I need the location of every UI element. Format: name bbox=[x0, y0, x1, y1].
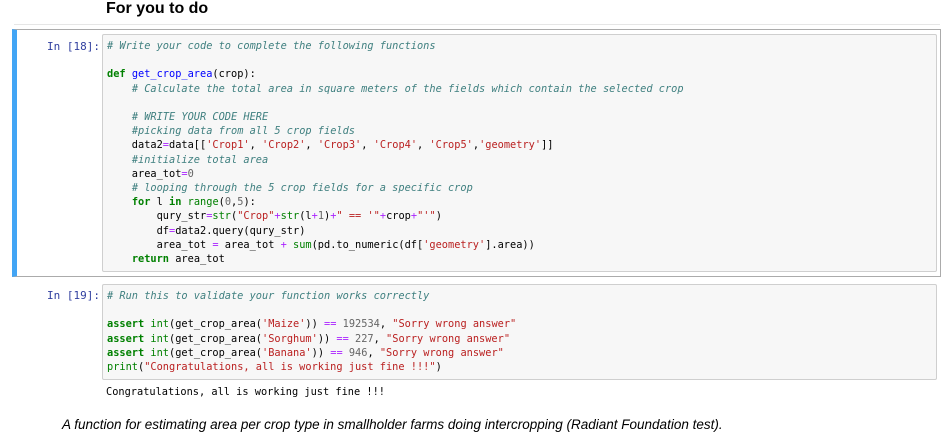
code-line: for l in range(0,5): bbox=[131, 196, 256, 209]
section-heading: For you to do bbox=[106, 0, 209, 17]
code-line: # WRITE YOUR CODE HERE bbox=[131, 111, 269, 124]
code-line: data2=data[['Crop1', 'Crop2', 'Crop3', '… bbox=[107, 139, 554, 152]
code-line: df=data2.query(qury_str) bbox=[107, 224, 306, 237]
code-editor-18[interactable]: # Write your code to complete the follow… bbox=[102, 34, 937, 272]
code-line: # Run this to validate your function wor… bbox=[107, 290, 430, 302]
code-line: # looping through the 5 crop fields for … bbox=[131, 182, 473, 195]
code-line: assert int(get_crop_area('Banana')) == 9… bbox=[107, 346, 504, 359]
code-line: #picking data from all 5 crop fields bbox=[131, 125, 355, 138]
code-line: return area_tot bbox=[131, 253, 225, 266]
input-prompt-19: In [19]: bbox=[47, 289, 100, 302]
code-line: # Calculate the total area in square met… bbox=[131, 82, 684, 95]
code-text-19[interactable]: # Run this to validate your function wor… bbox=[103, 285, 936, 374]
code-line: qury_str=str("Crop"+str(l+1)+" == '"+cro… bbox=[107, 210, 442, 223]
code-line: #initialize total area bbox=[131, 153, 269, 166]
code-line: def get_crop_area(crop): bbox=[107, 68, 256, 81]
code-line: print("Congratulations, all is working j… bbox=[107, 361, 442, 374]
input-prompt-18: In [18]: bbox=[47, 40, 100, 53]
code-line: area_tot = area_tot + sum(pd.to_numeric(… bbox=[107, 238, 535, 251]
code-text-18[interactable]: # Write your code to complete the follow… bbox=[103, 35, 936, 266]
cell-output-19: Congratulations, all is working just fin… bbox=[106, 386, 385, 398]
code-line: assert int(get_crop_area('Maize')) == 19… bbox=[107, 318, 517, 331]
code-line: area_tot=0 bbox=[107, 167, 194, 180]
code-editor-19[interactable]: # Run this to validate your function wor… bbox=[102, 284, 937, 380]
figure-caption: A function for estimating area per crop … bbox=[62, 417, 723, 432]
code-line: # Write your code to complete the follow… bbox=[107, 40, 436, 52]
code-line: assert int(get_crop_area('Sorghum')) == … bbox=[107, 332, 511, 345]
heading-divider bbox=[14, 24, 940, 25]
